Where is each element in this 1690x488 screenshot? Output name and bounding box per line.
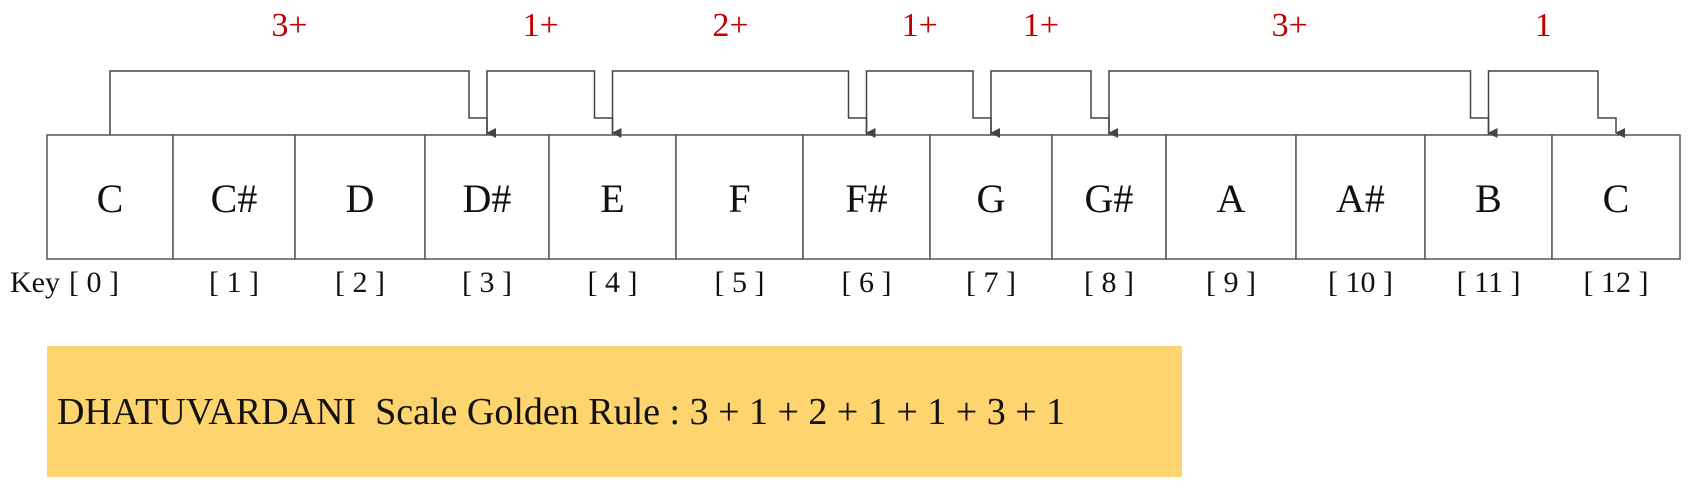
interval-label-4: 1+ — [1023, 7, 1059, 44]
key-prefix-label: Key — [10, 266, 60, 299]
golden-rule-banner: DHATUVARDANI Scale Golden Rule : 3 + 1 +… — [47, 346, 1182, 477]
interval-arrow-1 — [486, 70, 622, 138]
key-index-8: [ 8 ] — [1084, 266, 1134, 299]
key-1 — [172, 134, 296, 260]
interval-arrows — [109, 70, 1625, 138]
key-note-11: B — [1475, 176, 1502, 221]
interval-label-3: 1+ — [902, 7, 938, 44]
key-index-0: [ 0 ] — [69, 266, 119, 299]
key-6 — [802, 134, 931, 260]
key-index-5: [ 5 ] — [715, 266, 765, 299]
interval-label-5: 3+ — [1272, 7, 1308, 44]
interval-label-1: 1+ — [523, 7, 559, 44]
key-index-10: [ 10 ] — [1328, 266, 1393, 299]
key-index-6: [ 6 ] — [842, 266, 892, 299]
interval-arrow-3 — [865, 70, 1000, 138]
interval-label-0: 3+ — [271, 7, 307, 44]
interval-arrow-4 — [990, 70, 1118, 138]
key-note-9: A — [1217, 176, 1246, 221]
interval-arrow-6 — [1487, 70, 1625, 138]
interval-arrow-2 — [611, 70, 876, 138]
key-note-6: F# — [845, 176, 887, 221]
key-index-2: [ 2 ] — [335, 266, 385, 299]
key-note-7: G — [977, 176, 1006, 221]
interval-label-6: 1 — [1535, 7, 1552, 44]
key-note-0: C — [97, 176, 124, 221]
key-note-1: C# — [211, 176, 258, 221]
key-index-7: [ 7 ] — [966, 266, 1016, 299]
interval-label-2: 2+ — [712, 7, 748, 44]
key-12 — [1551, 134, 1681, 260]
key-note-10: A# — [1336, 176, 1385, 221]
key-index-3: [ 3 ] — [462, 266, 512, 299]
key-note-8: G# — [1085, 176, 1134, 221]
key-note-2: D — [346, 176, 375, 221]
piano-keys: C C# D D# E F F# G G# A A# B C — [46, 134, 1681, 260]
key-note-12: C — [1603, 176, 1630, 221]
key-index-4: [ 4 ] — [588, 266, 638, 299]
key-0 — [46, 134, 174, 260]
interval-arrow-5 — [1108, 70, 1498, 138]
key-index-12: [ 12 ] — [1584, 266, 1649, 299]
key-4 — [548, 134, 677, 260]
key-5 — [675, 134, 804, 260]
key-index-1: [ 1 ] — [209, 266, 259, 299]
interval-labels: 3+ 1+ 2+ 1+ 1+ 3+ 1 — [271, 7, 1551, 44]
key-3 — [424, 134, 550, 260]
key-8 — [1051, 134, 1167, 260]
golden-rule-text: DHATUVARDANI Scale Golden Rule : 3 + 1 +… — [57, 390, 1066, 433]
key-note-4: E — [600, 176, 624, 221]
interval-arrow-0 — [109, 70, 496, 138]
key-11 — [1424, 134, 1553, 260]
key-indices: [ 0 ] [ 1 ] [ 2 ] [ 3 ] [ 4 ] [ 5 ] [ 6 ] [ 7 ]… — [10, 266, 1648, 299]
key-note-5: F — [728, 176, 750, 221]
key-10 — [1295, 134, 1426, 260]
key-index-11: [ 11 ] — [1457, 266, 1521, 299]
key-note-3: D# — [463, 176, 512, 221]
key-7 — [929, 134, 1053, 260]
key-index-9: [ 9 ] — [1206, 266, 1256, 299]
